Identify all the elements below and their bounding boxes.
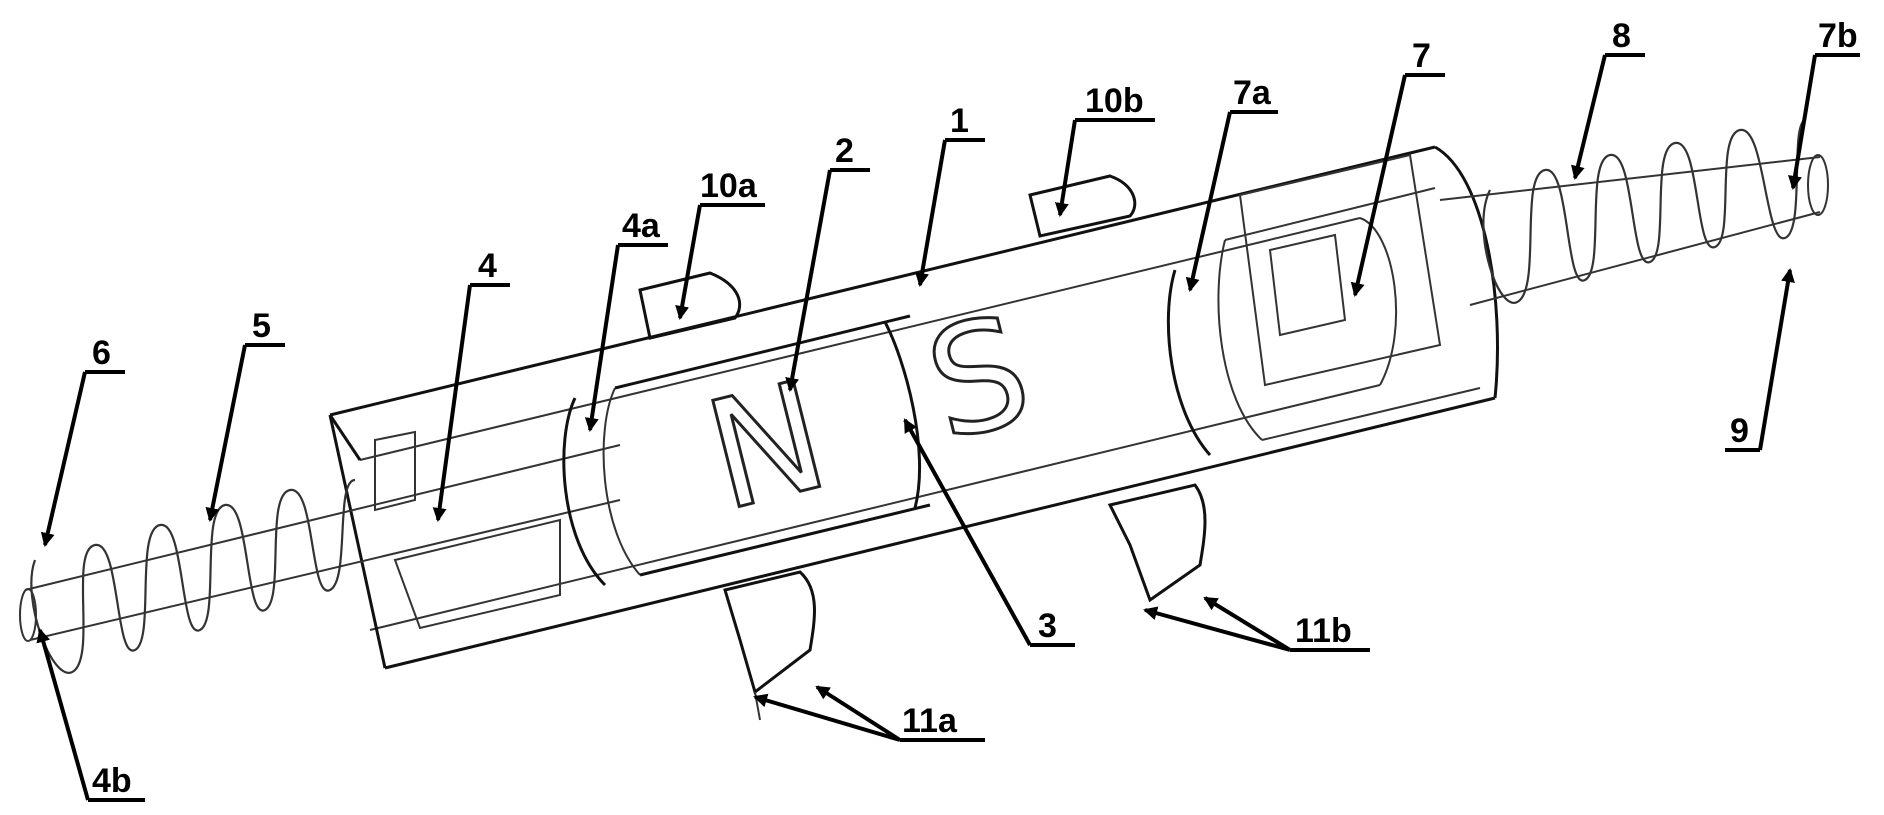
label-10b: 10b — [1085, 82, 1144, 120]
label-6: 6 — [92, 334, 111, 372]
label-9: 9 — [1730, 412, 1749, 450]
reference-labels: 1 2 3 4 4a 4b 5 6 7 7a 7b 8 9 10a 10b 11… — [92, 17, 1858, 800]
terminal-10b — [1028, 174, 1137, 238]
left-spring — [30, 478, 356, 674]
label-11a: 11a — [902, 702, 958, 740]
terminal-11a — [723, 570, 816, 721]
label-4b: 4b — [92, 762, 132, 800]
right-plunger-rod — [1439, 154, 1829, 306]
label-8: 8 — [1612, 17, 1631, 55]
plunger-head-7a — [1166, 187, 1481, 456]
label-7a: 7a — [1233, 74, 1272, 112]
north-pole-letter: N — [692, 349, 843, 545]
label-10a: 10a — [700, 167, 758, 205]
label-2: 2 — [835, 132, 854, 170]
terminal-10a — [638, 271, 742, 340]
south-pole-letter: S — [912, 283, 1046, 475]
label-7b: 7b — [1818, 17, 1858, 55]
left-plunger-rod — [19, 444, 621, 642]
label-1: 1 — [950, 102, 969, 140]
label-4a: 4a — [622, 207, 661, 245]
permanent-magnet: N S — [614, 282, 1048, 577]
label-7: 7 — [1412, 37, 1431, 75]
inner-channels — [374, 153, 1442, 630]
right-spring — [1482, 118, 1806, 304]
leader-lines — [36, 53, 1860, 802]
label-3: 3 — [1038, 607, 1057, 645]
label-4: 4 — [478, 247, 497, 285]
terminal-11b — [1107, 483, 1207, 603]
plunger-head-4a — [562, 387, 641, 587]
label-11b: 11b — [1295, 612, 1352, 650]
label-5: 5 — [252, 307, 271, 345]
